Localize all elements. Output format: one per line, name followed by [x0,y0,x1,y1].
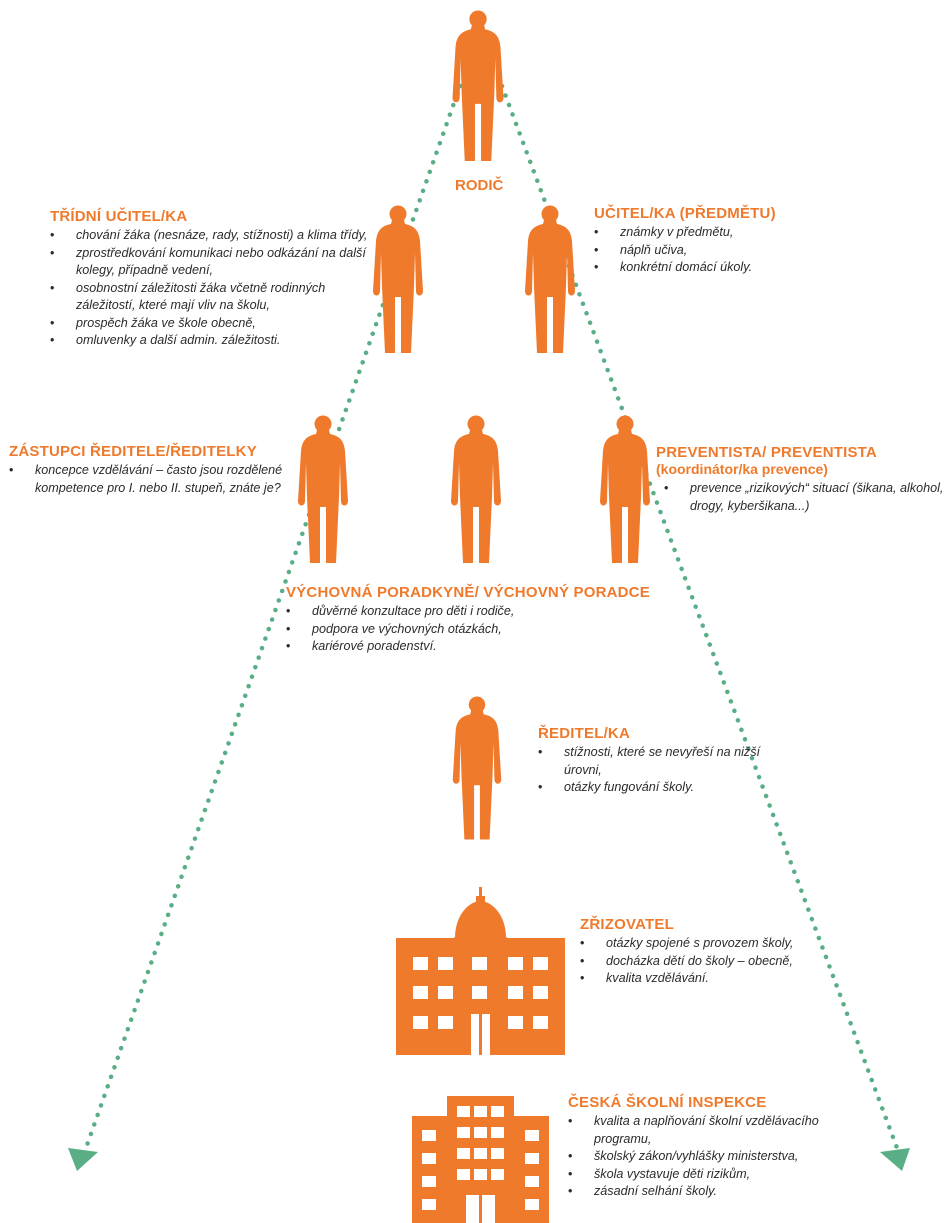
list-item: kvalita vzdělávání. [580,970,830,988]
person-icon [451,415,501,563]
deputy-principal-block: ZÁSTUPCI ŘEDITELE/ŘEDITELKY koncepce vzd… [9,443,297,497]
list-item: známky v předmětu, [594,224,894,242]
founder-title: ZŘIZOVATEL [580,916,674,933]
principal-block: ŘEDITEL/KA stížnosti, které se nevyřeší … [538,725,778,797]
list-item: prospěch žáka ve škole obecně, [50,315,380,333]
list-item: otázky spojené s provozem školy, [580,935,830,953]
person-icon [600,415,650,563]
founder-list: otázky spojené s provozem školy, docházk… [580,935,830,988]
list-item: školský zákon/vyhlášky ministerstva, [568,1148,868,1166]
school-building-icon [396,887,565,1055]
list-item: prevence „rizikových“ situací (šikana, a… [664,480,946,515]
subject-teacher-list: známky v předmětu, náplň učiva, konkrétn… [594,224,894,277]
inspection-block: ČESKÁ ŠKOLNÍ INSPEKCE kvalita a naplňová… [568,1094,868,1201]
arrow-head-icon [68,1148,98,1171]
list-item: osobnostní záležitosti žáka včetně rodin… [50,280,380,315]
list-item: kariérové poradenství. [286,638,706,656]
list-item: důvěrné konzultace pro děti i rodiče, [286,603,706,621]
list-item: náplň učiva, [594,242,894,260]
parent-label: RODIČ [455,177,504,194]
list-item: konkrétní domácí úkoly. [594,259,894,277]
list-item: stížnosti, které se nevyřeší na nižší úr… [538,744,778,779]
counselor-list: důvěrné konzultace pro děti i rodiče, po… [286,603,706,656]
principal-list: stížnosti, které se nevyřeší na nižší úr… [538,744,778,797]
class-teacher-block: TŘÍDNÍ UČITEL/KA chování žáka (nesnáze, … [50,208,380,350]
prevention-block: PREVENTISTA/ PREVENTISTA (koordinátor/ka… [656,444,946,515]
subject-teacher-block: UČITEL/KA (PŘEDMĚTU) známky v předmětu, … [594,205,894,277]
list-item: zásadní selhání školy. [568,1183,868,1201]
person-icon [525,205,575,353]
prevention-subtitle: (koordinátor/ka prevence) [656,461,828,477]
class-teacher-list: chování žáka (nesnáze, rady, stížnosti) … [50,227,380,350]
list-item: omluvenky a další admin. záležitosti. [50,332,380,350]
list-item: podpora ve výchovných otázkách, [286,621,706,639]
arrow-head-icon [880,1148,910,1171]
person-icon [298,415,348,563]
person-icon [373,205,423,353]
class-teacher-title: TŘÍDNÍ UČITEL/KA [50,208,188,225]
list-item: chování žáka (nesnáze, rady, stížnosti) … [50,227,380,245]
list-item: otázky fungování školy. [538,779,778,797]
deputy-principal-list: koncepce vzdělávání – často jsou rozděle… [9,462,297,497]
list-item: zprostředkování komunikaci nebo odkázání… [50,245,380,280]
inspection-title: ČESKÁ ŠKOLNÍ INSPEKCE [568,1094,767,1111]
deputy-principal-title: ZÁSTUPCI ŘEDITELE/ŘEDITELKY [9,443,257,460]
prevention-list: prevence „rizikových“ situací (šikana, a… [664,480,946,515]
founder-block: ZŘIZOVATEL otázky spojené s provozem ško… [580,916,830,988]
left-dotted-line [83,83,463,1151]
list-item: kvalita a naplňování školní vzdělávacího… [568,1113,868,1148]
list-item: škola vystavuje děti rizikům, [568,1166,868,1184]
office-building-icon [412,1096,549,1223]
counselor-block: VÝCHOVNÁ PORADKYNĚ/ VÝCHOVNÝ PORADCE dův… [286,584,706,656]
list-item: koncepce vzdělávání – často jsou rozděle… [9,462,297,497]
person-icon [452,696,502,840]
principal-title: ŘEDITEL/KA [538,725,630,742]
prevention-title: PREVENTISTA/ PREVENTISTA [656,444,877,461]
list-item: docházka dětí do školy – obecně, [580,953,830,971]
subject-teacher-title: UČITEL/KA (PŘEDMĚTU) [594,205,776,222]
inspection-list: kvalita a naplňování školní vzdělávacího… [568,1113,868,1201]
counselor-title: VÝCHOVNÁ PORADKYNĚ/ VÝCHOVNÝ PORADCE [286,584,650,601]
